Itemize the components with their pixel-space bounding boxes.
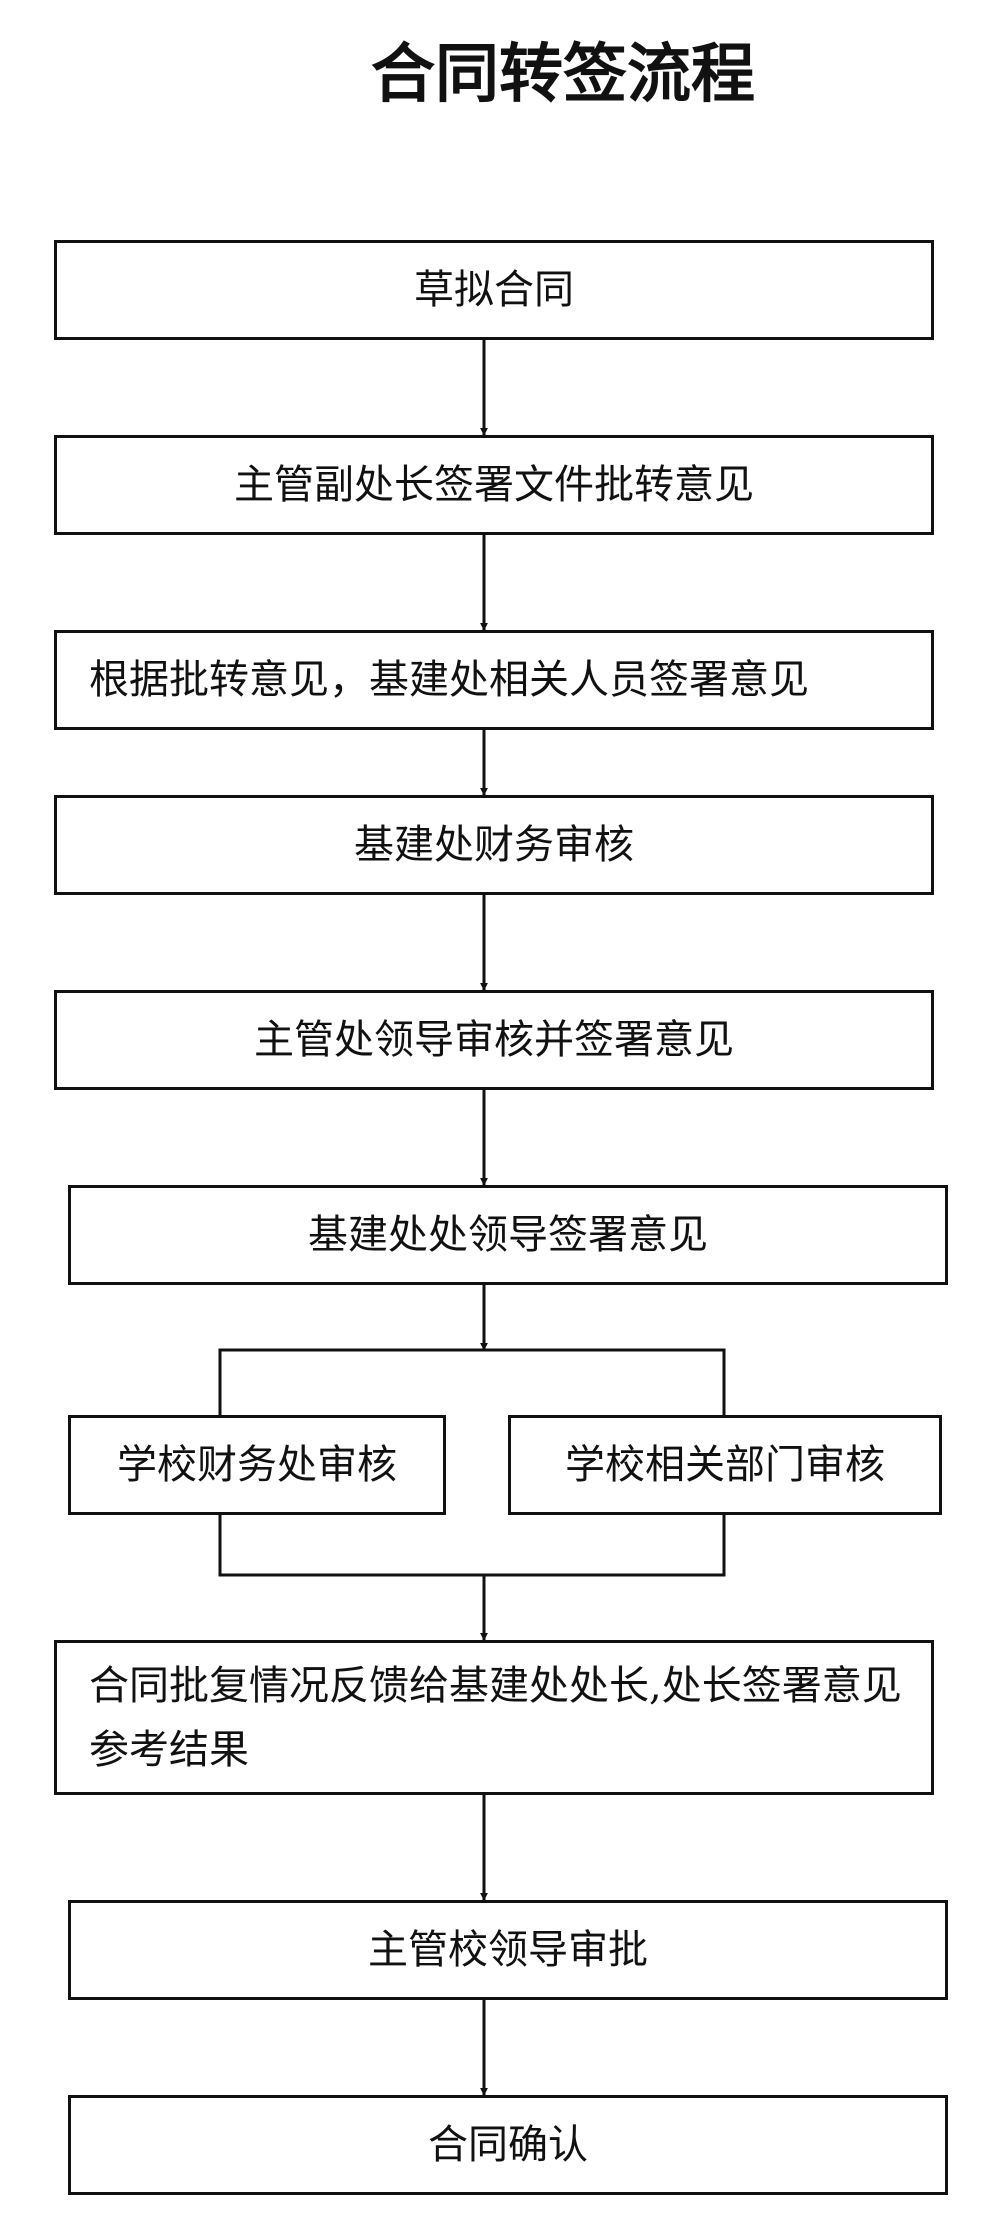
step-contract-confirmation: 合同确认 — [68, 2095, 948, 2195]
step-label: 学校财务处审核 — [117, 1442, 397, 1488]
step-staff-opinion: 根据批转意见，基建处相关人员签署意见 — [54, 630, 934, 730]
step-label: 学校相关部门审核 — [565, 1442, 885, 1488]
step-label: 主管校领导审批 — [368, 1927, 648, 1973]
step-label: 合同批复情况反馈给基建处处长,处长签署意见参考结果 — [89, 1662, 902, 1773]
step-finance-review: 基建处财务审核 — [54, 795, 934, 895]
step-supervisor-review: 主管处领导审核并签署意见 — [54, 990, 934, 1090]
step-school-related-departments-review: 学校相关部门审核 — [508, 1415, 942, 1515]
step-label: 基建处财务审核 — [354, 822, 634, 868]
step-label: 主管处领导审核并签署意见 — [254, 1017, 734, 1063]
step-label: 主管副处长签署文件批转意见 — [234, 462, 754, 508]
step-department-leader-opinion: 基建处处领导签署意见 — [68, 1185, 948, 1285]
split-bracket — [218, 1348, 726, 1415]
step-label: 草拟合同 — [414, 267, 574, 313]
step-label: 合同确认 — [428, 2122, 588, 2168]
step-deputy-director-opinion: 主管副处长签署文件批转意见 — [54, 435, 934, 535]
step-label: 根据批转意见，基建处相关人员签署意见 — [89, 657, 809, 703]
step-label: 基建处处领导签署意见 — [308, 1212, 708, 1258]
step-draft-contract: 草拟合同 — [54, 240, 934, 340]
step-school-leader-approval: 主管校领导审批 — [68, 1900, 948, 2000]
merge-bracket — [218, 1510, 726, 1577]
step-school-finance-review: 学校财务处审核 — [68, 1415, 446, 1515]
step-feedback-to-director: 合同批复情况反馈给基建处处长,处长签署意见参考结果 — [54, 1640, 934, 1795]
page-title: 合同转签流程 — [371, 38, 755, 112]
